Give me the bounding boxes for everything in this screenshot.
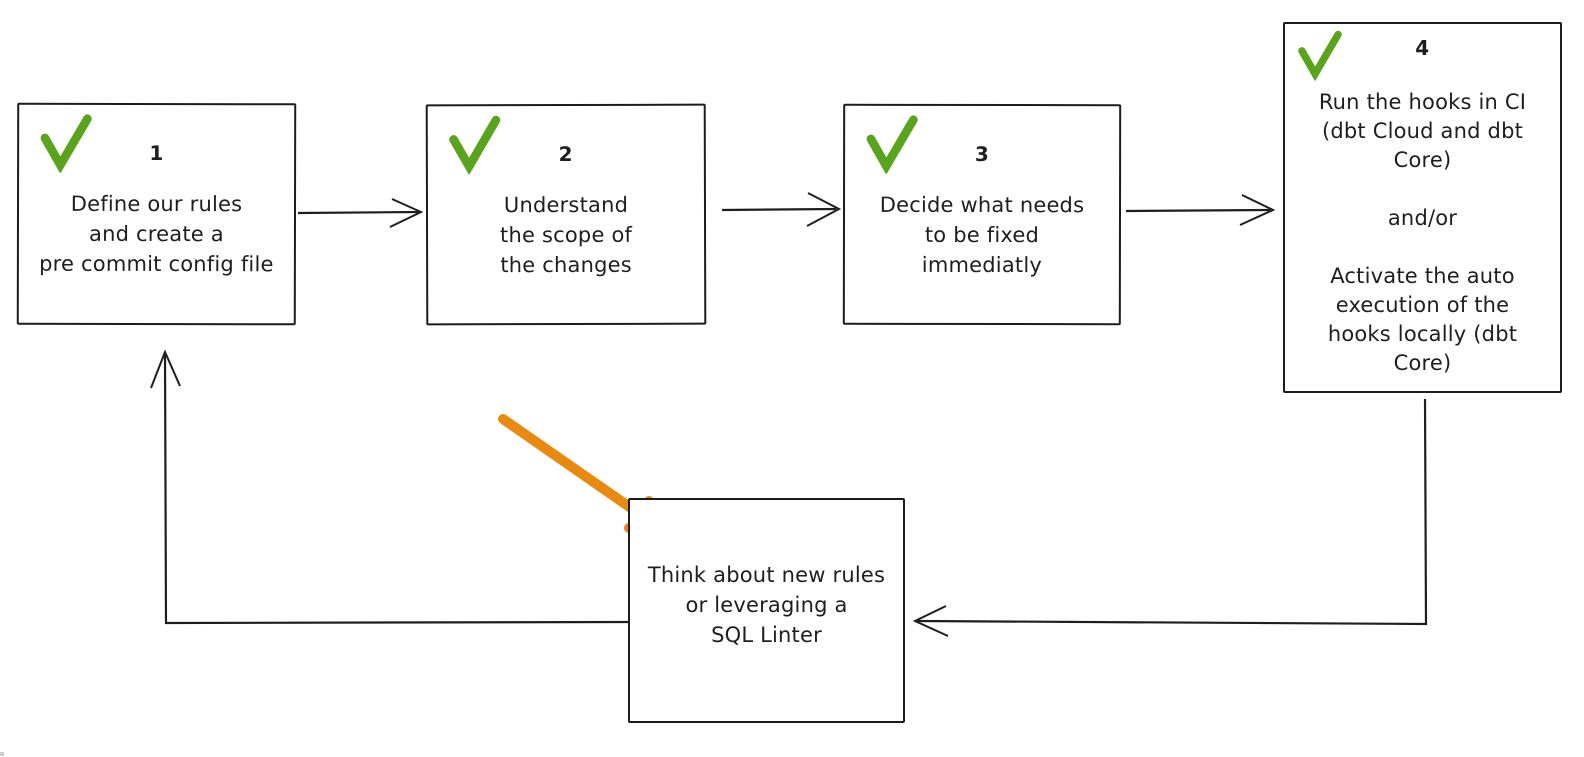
step-2-text: Understand the scope of the changes bbox=[499, 192, 633, 278]
check-icon bbox=[449, 115, 501, 175]
step-1-box: 1 Define our rules and create a pre comm… bbox=[16, 102, 297, 326]
check-icon bbox=[866, 115, 918, 174]
step-1-text: Define our rules and create a pre commit… bbox=[39, 191, 274, 277]
screen-artifact-dot bbox=[0, 752, 4, 756]
step-4-text: Run the hooks in CI (dbt Cloud and dbt C… bbox=[1318, 90, 1527, 375]
step-3-text: Decide what needs to be fixed immediatly bbox=[879, 192, 1085, 278]
step-4-number: 4 bbox=[1415, 36, 1430, 60]
step-3-number: 3 bbox=[974, 141, 990, 167]
think-box: Think about new rules or leveraging a SQ… bbox=[628, 498, 905, 723]
arrow-step1-to-step2 bbox=[297, 198, 424, 228]
arrow-step2-to-step3 bbox=[721, 192, 842, 227]
step-3-box: 3 Decide what needs to be fixed immediat… bbox=[842, 103, 1122, 326]
arrow-think-to-step1 bbox=[150, 349, 629, 625]
check-icon bbox=[1298, 30, 1342, 82]
check-icon bbox=[40, 114, 92, 173]
think-box-text: Think about new rules or leveraging a SQ… bbox=[647, 563, 886, 647]
step-2-box: 2 Understand the scope of the changes bbox=[425, 103, 707, 326]
step-4-box: 4 Run the hooks in CI (dbt Cloud and dbt… bbox=[1283, 22, 1562, 393]
arrow-step3-to-step4 bbox=[1125, 194, 1276, 226]
step-2-number: 2 bbox=[558, 141, 574, 167]
step-1-number: 1 bbox=[149, 140, 164, 166]
arrow-step4-to-think bbox=[912, 398, 1428, 637]
